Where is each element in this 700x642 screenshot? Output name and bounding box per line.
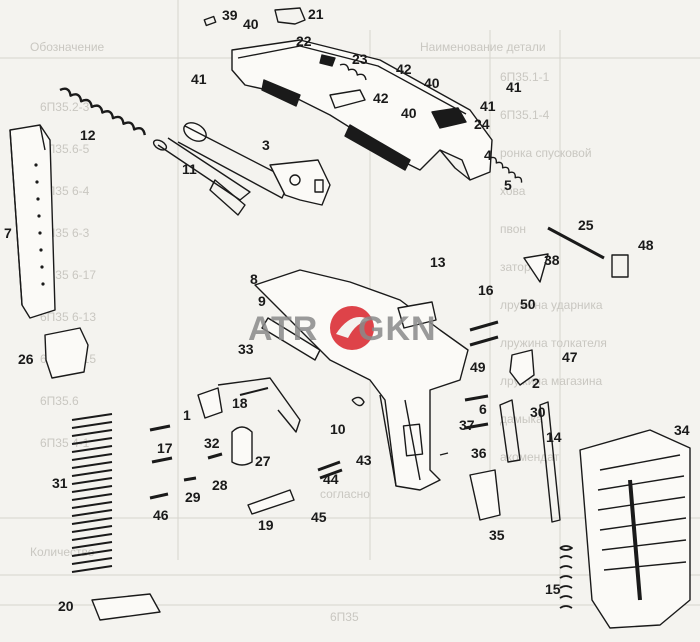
- bg-row-text: 6П35.2-3: [40, 100, 90, 114]
- part-label-35: 35: [489, 527, 505, 543]
- part-label-42b: 42: [373, 90, 389, 106]
- magazine-spring: [71, 413, 113, 573]
- part-label-19: 19: [258, 517, 274, 533]
- bg-footer-mid: согласно: [320, 487, 370, 501]
- magazine-follower: [44, 327, 89, 379]
- part-label-40b: 40: [424, 75, 440, 91]
- part-label-41b: 41: [506, 79, 522, 95]
- part-label-9: 9: [258, 293, 266, 309]
- part-label-43: 43: [356, 452, 372, 468]
- recoil-spring: [59, 87, 146, 136]
- part-label-30: 30: [530, 404, 546, 420]
- bg-row-text: 6П35 6-4: [40, 184, 90, 198]
- part-label-18: 18: [232, 395, 248, 411]
- watermark-swoosh-icon: [330, 306, 374, 350]
- part-label-21: 21: [308, 6, 324, 22]
- part-label-47: 47: [562, 349, 578, 365]
- part-label-49: 49: [470, 359, 486, 375]
- part-label-37: 37: [459, 417, 475, 433]
- magazine-base-plate: [91, 593, 161, 621]
- bg-row-text: ронка спусковой: [500, 146, 592, 160]
- part-label-17: 17: [157, 440, 173, 456]
- part-label-5: 5: [504, 177, 512, 193]
- bg-row-text: лружина ударника: [500, 298, 603, 312]
- slide: [231, 39, 493, 181]
- bg-row-text: хова: [500, 184, 526, 198]
- part-label-45: 45: [311, 509, 327, 525]
- magazine-body: [9, 124, 56, 319]
- bg-header-left: Обозначение: [30, 40, 105, 54]
- part-label-28: 28: [212, 477, 228, 493]
- part-label-15: 15: [545, 581, 561, 597]
- bg-row-text: 6П35.6-5: [40, 142, 90, 156]
- part-label-3: 3: [262, 137, 270, 153]
- part-label-4: 4: [484, 147, 492, 163]
- part-label-42a: 42: [396, 61, 412, 77]
- part-label-36: 36: [471, 445, 487, 461]
- barrel: [177, 122, 331, 206]
- part-label-13: 13: [430, 254, 446, 270]
- part-label-1: 1: [183, 407, 191, 423]
- bg-row-text: дамыка: [500, 412, 543, 426]
- part-label-29: 29: [185, 489, 201, 505]
- part-label-39: 39: [222, 7, 238, 23]
- bg-row-text: 6П35.1-1: [500, 70, 550, 84]
- watermark-logo: ATR GKN: [248, 300, 458, 356]
- part-label-24: 24: [474, 116, 490, 132]
- bg-row-text: 6П35.1-4: [500, 108, 550, 122]
- part-label-38: 38: [544, 252, 560, 268]
- part-label-44: 44: [323, 471, 339, 487]
- part-label-33: 33: [238, 341, 254, 357]
- part-label-2: 2: [532, 375, 540, 391]
- grip-panel: [579, 429, 691, 629]
- part-label-12: 12: [80, 127, 96, 143]
- bg-row-text: 6П35.6: [40, 394, 79, 408]
- part-label-27: 27: [255, 453, 271, 469]
- bg-row-text: пвон: [500, 222, 527, 236]
- bg-row-text: лружина толкателя: [500, 336, 607, 350]
- part-label-46: 46: [153, 507, 169, 523]
- part-label-10: 10: [330, 421, 346, 437]
- part-label-7: 7: [4, 225, 12, 241]
- part-label-50: 50: [520, 296, 536, 312]
- bg-row-text: затор: [500, 260, 531, 274]
- part-label-20: 20: [58, 598, 74, 614]
- part-label-11: 11: [182, 161, 197, 177]
- part-label-26: 26: [18, 351, 34, 367]
- part-label-41a: 41: [191, 71, 207, 87]
- guide-rod: [152, 137, 251, 216]
- part-label-22: 22: [296, 33, 312, 49]
- bg-header-mid: Наименование детали: [420, 40, 546, 54]
- part-label-6: 6: [479, 401, 487, 417]
- watermark-text-right: GKN: [358, 310, 437, 348]
- part-label-14: 14: [546, 429, 562, 445]
- small-parts: [149, 7, 629, 609]
- part-label-40a: 40: [243, 16, 259, 32]
- bg-row-text: 6П35 6-13: [40, 310, 96, 324]
- part-label-48: 48: [638, 237, 654, 253]
- bg-footer-code: 6П35: [330, 610, 359, 624]
- part-label-31: 31: [52, 475, 68, 491]
- part-label-34: 34: [674, 422, 690, 438]
- part-label-23: 23: [352, 51, 368, 67]
- part-label-8: 8: [250, 271, 258, 287]
- bg-row-text: 6П35 4-1: [40, 436, 90, 450]
- part-label-32: 32: [204, 435, 220, 451]
- part-label-41c: 41: [480, 98, 496, 114]
- part-label-40c: 40: [401, 105, 417, 121]
- trigger-bar: [261, 317, 321, 361]
- part-label-25: 25: [578, 217, 594, 233]
- part-label-16: 16: [478, 282, 494, 298]
- watermark-text-left: ATR: [248, 310, 319, 348]
